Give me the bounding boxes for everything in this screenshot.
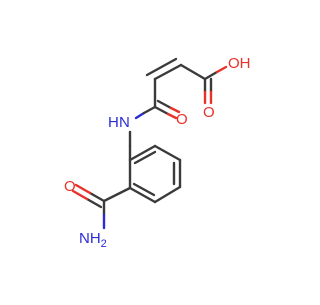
ring-bond-3 <box>153 185 182 204</box>
ring-bond-1 <box>153 144 182 162</box>
amide-co-bond-b <box>166 112 178 120</box>
carboxamide-oxygen-label: O <box>64 178 76 195</box>
carboxamide-co-bond-a <box>88 191 106 203</box>
acid-carbonyl-oxygen-label: O <box>203 104 215 121</box>
carboxamide-co-bond-d <box>71 189 89 201</box>
acid-coh-bond-b <box>215 65 228 74</box>
alkene-to-acid-bond <box>179 63 207 81</box>
alkene-bond-inner <box>145 57 178 77</box>
hydroxyl-label: OH <box>228 55 251 72</box>
structure-canvas: OH O N H O O NH2 <box>64 55 251 250</box>
amide-carbonyl-oxygen-label: O <box>176 111 188 128</box>
amide-nitrogen-hydrogen-label: H <box>108 114 119 131</box>
acid-coh-bond-a <box>203 70 219 81</box>
amide-nitrogen-label: N <box>119 114 130 131</box>
ring-bond-4 <box>128 186 157 204</box>
amide-co-bond-c <box>156 99 173 110</box>
amide-co-bond-d <box>169 106 181 114</box>
amine-label: NH2 <box>79 230 107 250</box>
ring-bond-6 <box>128 144 157 162</box>
ring-bond-4-inner <box>132 182 156 197</box>
nh-to-amide-bond-b <box>142 105 157 115</box>
ring-bond-6-inner <box>133 150 157 165</box>
nh-to-amide-bond-a <box>134 111 146 120</box>
ring-to-carboxamide-bond <box>102 186 132 203</box>
carboxamide-co-bond-c <box>85 197 103 209</box>
amine-label-main: NH <box>79 230 101 247</box>
amine-label-subscript: 2 <box>101 238 107 250</box>
amide-co-bond-a <box>153 105 170 116</box>
carboxamide-co-bond-b <box>74 183 92 195</box>
alkene-bond <box>153 63 183 81</box>
molecule-diagram: OH O N H O O NH2 <box>64 55 251 250</box>
